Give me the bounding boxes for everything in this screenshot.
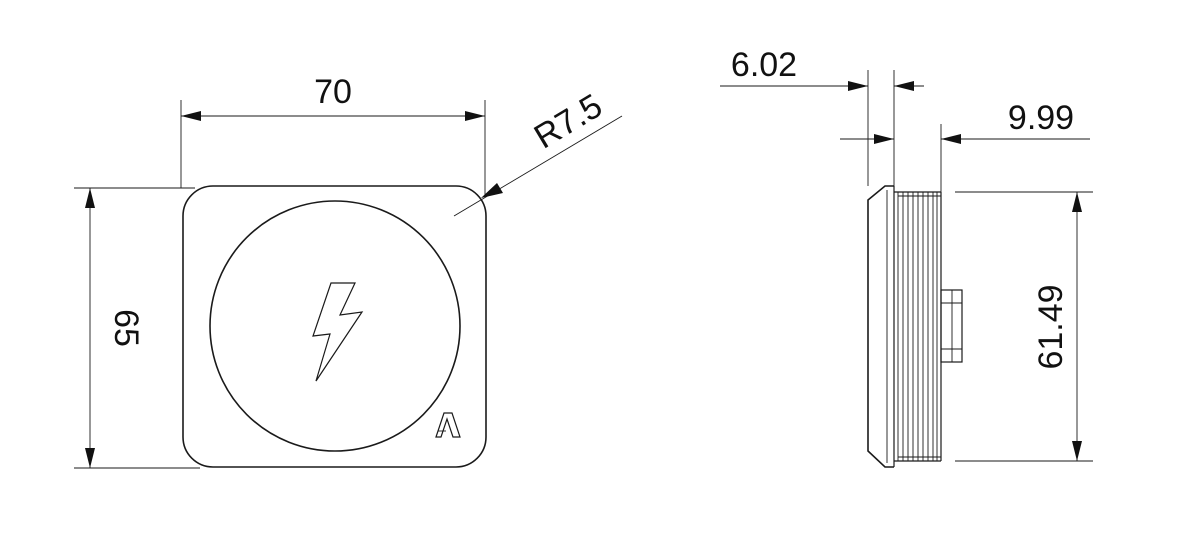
height-dimension: 65 [74,187,200,469]
flange-thickness-dimension: 6.02 [720,46,924,186]
thread-diameter-label: 61.49 [1032,284,1070,369]
thread-body [894,191,942,462]
rear-nut [940,289,963,363]
button-circle [209,200,461,452]
width-dimension: 70 [180,73,486,196]
width-label: 70 [314,73,352,111]
a-logo-icon [435,412,461,438]
flange-thickness-label: 6.02 [731,46,797,84]
side-view: 6.02 9.99 61.49 [720,46,1093,468]
thread-diameter-dimension: 61.49 [955,191,1093,462]
flange-outline [867,185,894,468]
thread-depth-dimension: 9.99 [840,99,1090,192]
front-view: 70 65 R7.5 [74,73,623,469]
height-label: 65 [107,309,145,347]
radius-label: R7.5 [528,87,609,157]
thread-depth-label: 9.99 [1008,99,1074,137]
plate-outline [182,185,487,468]
lightning-bolt-icon [312,282,364,382]
